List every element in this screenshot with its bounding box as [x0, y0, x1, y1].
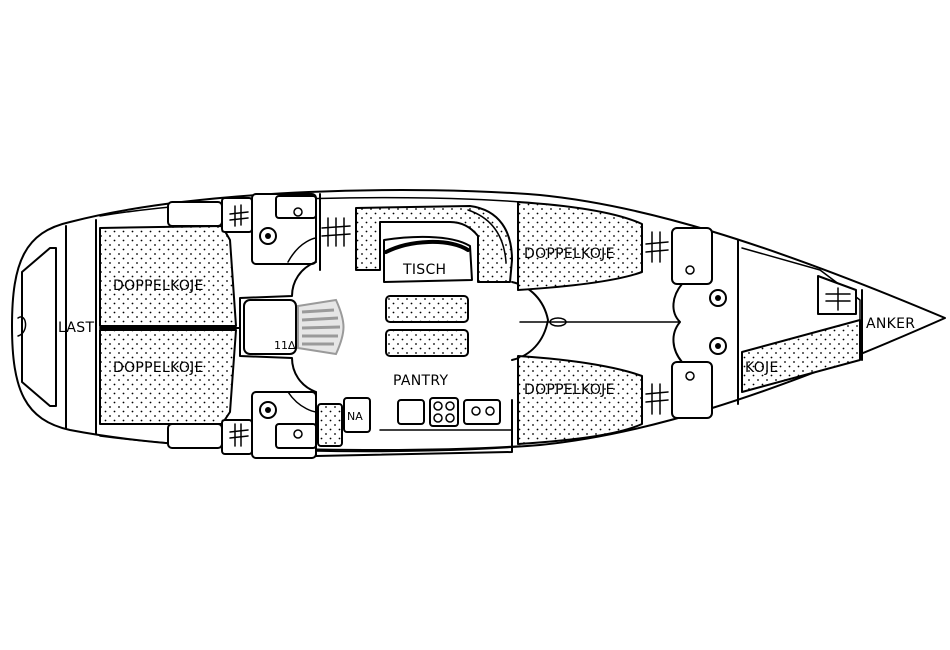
shower-grate-mid-top [645, 231, 669, 263]
pantry-sink-2-drain-a [471, 406, 481, 416]
label-na: NA [347, 410, 363, 423]
sink-aft-top [293, 207, 303, 217]
salon-table-edge [384, 240, 470, 254]
nav-table [343, 397, 371, 433]
salon-center-cushion-top [385, 295, 469, 323]
anchor-locker [817, 275, 857, 315]
aft-head-top-door [287, 237, 317, 263]
shower-grate-mid-bottom [645, 383, 669, 415]
stove-burner-4 [445, 413, 455, 423]
sink-forward-bottom [685, 371, 695, 381]
aft-locker-top-1 [167, 201, 223, 227]
salon-center-cushion-bottom [385, 329, 469, 357]
label-last: LAST [58, 320, 94, 336]
label-doppelkoje-aft-top: DOPPELKOJE [113, 278, 204, 294]
companionway-stairs [297, 298, 345, 356]
aft-locker-top-2 [221, 197, 253, 233]
toilet-aft-top-inner [265, 233, 271, 239]
anchor-locker-grate [825, 287, 851, 311]
hull-inner-line [99, 196, 521, 451]
pantry-sink-1 [397, 399, 425, 425]
salon-settee-top [355, 205, 513, 283]
aft-berth-bottom [99, 329, 237, 425]
mid-berth-top [517, 201, 643, 291]
salon-table [383, 235, 473, 283]
stove-burner-1 [433, 401, 443, 411]
label-doppelkoje-mid-top: DOPPELKOJE [524, 246, 615, 262]
label-pantry: PANTRY [393, 373, 448, 389]
forepeak-berth [741, 319, 861, 393]
aft-head-bottom-vanity [275, 423, 317, 449]
mast-step [549, 317, 567, 327]
engine-box [243, 299, 297, 355]
label-koje: KOJE [745, 360, 779, 376]
toilet-forward-bottom-inner [715, 343, 721, 349]
sink-aft-bottom [293, 429, 303, 439]
pantry-sink-2 [463, 399, 501, 425]
toilet-forward-top [709, 289, 727, 307]
aft-berth-top [99, 225, 237, 327]
toilet-aft-top [259, 227, 277, 245]
stove-burner-3 [433, 413, 443, 423]
sink-forward-top [685, 265, 695, 275]
shower-grate-salon [321, 217, 351, 247]
hull-outline [11, 188, 946, 453]
label-doppelkoje-mid-bottom: DOPPELKOJE [524, 382, 615, 398]
stern-transom [21, 247, 57, 407]
engine-box-mark: 11∆ [274, 339, 296, 352]
mid-berth-bottom [517, 355, 643, 445]
forward-head-bottom [671, 361, 713, 419]
forward-head-top [671, 227, 713, 285]
toilet-aft-bottom [259, 401, 277, 419]
pantry-outline [315, 391, 513, 457]
stove-burner-2 [445, 401, 455, 411]
salon-settee-top-back [467, 209, 507, 263]
shower-grate-aft-bottom [229, 423, 249, 447]
aft-head-top-vanity [275, 195, 317, 219]
label-anker: ANKER [866, 316, 915, 332]
toilet-forward-top-inner [715, 295, 721, 301]
label-tisch: TISCH [402, 262, 446, 278]
stern-hatch [17, 316, 27, 337]
pantry-stove [429, 397, 459, 427]
companionway-frame [239, 261, 317, 393]
shower-grate-aft-top [229, 204, 249, 227]
pantry-sink-2-drain-b [485, 406, 495, 416]
aft-locker-bottom-1 [167, 423, 223, 449]
toilet-forward-bottom [709, 337, 727, 355]
navigation-station [317, 403, 343, 447]
forward-bulkhead [672, 283, 683, 363]
toilet-aft-bottom-inner [265, 407, 271, 413]
salon-forward-bulkhead [511, 281, 549, 361]
label-doppelkoje-aft-bottom: DOPPELKOJE [113, 360, 204, 376]
